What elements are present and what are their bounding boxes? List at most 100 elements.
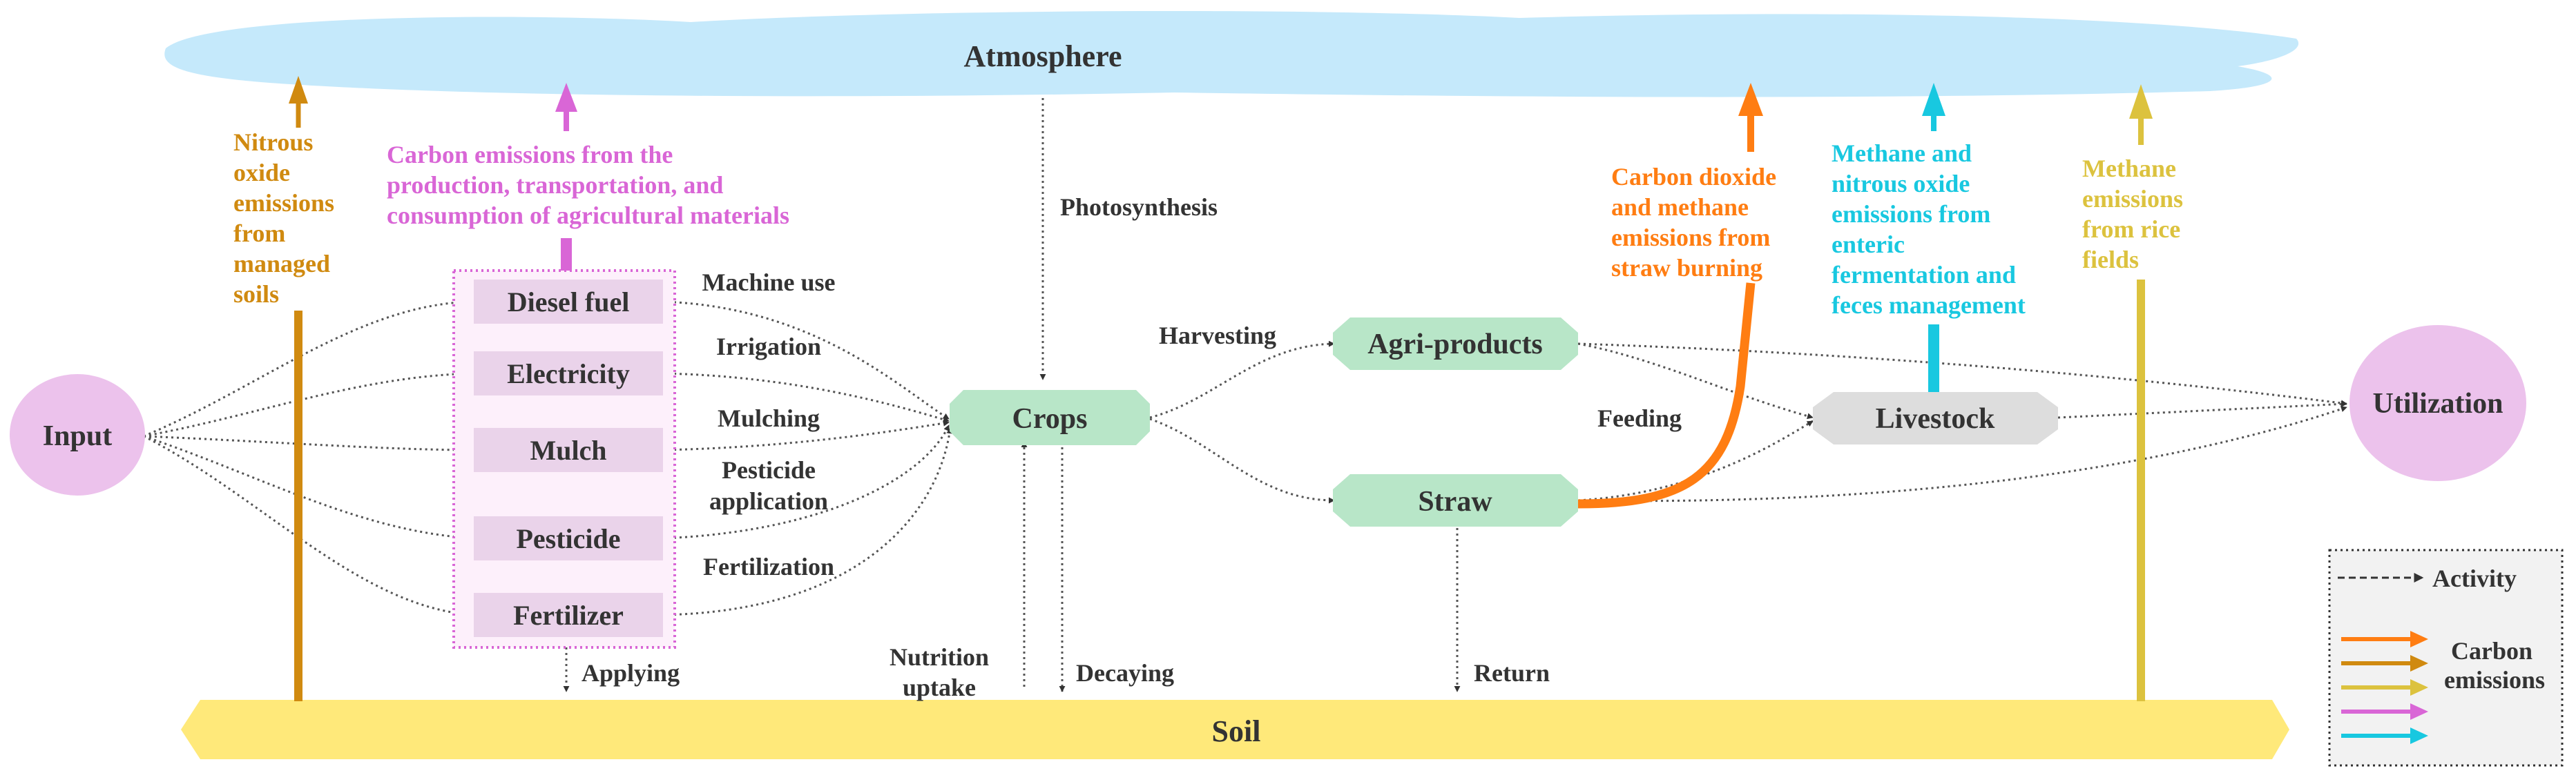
label-machine-use: Machine use — [702, 268, 836, 296]
arrow-pesticide-crops — [662, 424, 950, 540]
input-label: Input — [43, 420, 112, 452]
livestock-text-6: feces management — [1832, 291, 2026, 319]
main-nodes: Input Utilization Crops Agri-products St… — [10, 317, 2526, 527]
arrow-fertilizer-crops — [662, 427, 953, 616]
livestock-text-2: nitrous oxide — [1832, 170, 1970, 197]
arrow-livestock-utilization — [2057, 400, 2347, 419]
emission-label-materials: Carbon emissions from the production, tr… — [387, 141, 789, 229]
emission-label-livestock: Methane and nitrous oxide emissions from… — [1832, 139, 2026, 319]
emission-label-nitrous: Nitrous oxide emissions from managed soi… — [233, 128, 334, 308]
utilization-label: Utilization — [2373, 388, 2503, 420]
emission-label-rice: Methane emissions from rice fields — [2082, 155, 2183, 273]
label-pesticide-application-2: application — [709, 487, 828, 515]
label-nutrition-uptake-1: Nutrition — [890, 643, 989, 671]
arrow-crops-agriproducts — [1149, 340, 1335, 419]
straw-burning-emission-curve — [1577, 282, 1756, 509]
livestock-text-5: fermentation and — [1832, 261, 2016, 289]
livestock-label: Livestock — [1876, 403, 1995, 435]
crops-node — [950, 390, 1150, 445]
materials-text-1: Carbon emissions from the — [387, 141, 673, 168]
arrow-straw-livestock — [1577, 420, 1814, 502]
straw-label: Straw — [1418, 486, 1492, 518]
emission-label-straw-burning: Carbon dioxide and methane emissions fro… — [1611, 163, 1776, 282]
label-mulching: Mulching — [718, 404, 820, 432]
arrow-input-diesel — [143, 298, 474, 438]
arrow-diesel-crops — [662, 300, 950, 420]
material-fertilizer: Fertilizer — [513, 600, 624, 631]
material-box-diesel-fuel — [474, 280, 663, 324]
legend-frame — [2328, 549, 2564, 767]
materials-group: Diesel fuel Electricity Mulch Pesticide … — [452, 269, 676, 649]
label-applying: Applying — [581, 659, 680, 687]
livestock-text-3: emissions from — [1832, 200, 1990, 228]
legend: Activity Carbon emissions — [2328, 549, 2564, 767]
nitrous-text-1: Nitrous — [233, 128, 313, 156]
activity-arrows — [143, 98, 2347, 692]
soil-label: Soil — [1212, 714, 1261, 748]
material-pesticide: Pesticide — [516, 523, 620, 554]
livestock-text-1: Methane and — [1832, 139, 1972, 167]
utilization-node — [2349, 325, 2526, 481]
label-photosynthesis: Photosynthesis — [1060, 193, 1218, 221]
arrow-input-fertilizer — [143, 435, 474, 618]
legend-carbon-pink-head — [2410, 703, 2428, 720]
nitrous-text-3: emissions — [233, 189, 334, 217]
label-harvesting: Harvesting — [1159, 322, 1276, 349]
straw-burning-text-4: straw burning — [1611, 254, 1762, 282]
activity-labels: Machine use Irrigation Mulching Pesticid… — [581, 193, 1682, 701]
material-box-mulch — [474, 428, 663, 472]
material-mulch: Mulch — [530, 435, 606, 466]
straw-burning-text-2: and methane — [1611, 193, 1749, 221]
arrow-agriproducts-livestock — [1577, 342, 1814, 420]
nitrous-text-2: oxide — [233, 159, 290, 186]
label-irrigation: Irrigation — [716, 333, 821, 360]
straw-node — [1333, 474, 1578, 527]
legend-activity-label: Activity — [2432, 565, 2517, 592]
label-decaying: Decaying — [1076, 659, 1174, 687]
label-nutrition-uptake-2: uptake — [903, 674, 976, 701]
nitrous-emission-arrowhead — [289, 76, 308, 104]
legend-carbon-yellow-head — [2410, 679, 2428, 696]
livestock-emission-arrowhead — [1922, 83, 1945, 116]
label-return: Return — [1474, 659, 1550, 687]
rice-text-2: emissions — [2082, 185, 2183, 213]
atmosphere-cloud — [164, 10, 2299, 97]
soil-band — [181, 700, 2289, 759]
material-diesel-fuel: Diesel fuel — [508, 286, 630, 317]
agri-products-node — [1333, 317, 1578, 370]
arrow-input-mulch — [143, 435, 474, 453]
arrow-input-electricity — [143, 370, 474, 438]
material-box-fertilizer — [474, 593, 663, 637]
rice-text-1: Methane — [2082, 155, 2176, 182]
agri-products-label: Agri-products — [1367, 329, 1543, 360]
livestock-text-4: enteric — [1832, 231, 1905, 258]
legend-carbon-brown-head — [2410, 655, 2428, 672]
emission-arrows — [289, 76, 2153, 701]
straw-burning-text-3: emissions from — [1611, 224, 1770, 251]
material-electricity: Electricity — [507, 358, 630, 389]
arrow-mulch-crops — [662, 420, 950, 451]
nitrous-text-6: soils — [233, 280, 279, 308]
legend-carbon-label-2: emissions — [2444, 666, 2545, 694]
arrow-crops-straw — [1149, 418, 1335, 504]
input-node — [10, 374, 145, 496]
rice-emission-arrowhead — [2129, 84, 2153, 119]
atmosphere-label: Atmosphere — [964, 39, 1122, 73]
straw-burning-text-1: Carbon dioxide — [1611, 163, 1776, 190]
nitrous-text-4: from — [233, 219, 285, 247]
straw-burning-emission-arrowhead — [1738, 83, 1763, 116]
livestock-node — [1813, 392, 2058, 444]
rice-text-4: fields — [2082, 246, 2139, 273]
legend-carbon-cyan-head — [2410, 727, 2428, 744]
materials-text-3: consumption of agricultural materials — [387, 202, 789, 229]
arrow-input-pesticide — [143, 435, 474, 542]
legend-carbon-label-1: Carbon — [2451, 637, 2532, 665]
label-feeding: Feeding — [1597, 404, 1682, 432]
legend-carbon-orange-head — [2410, 631, 2428, 647]
rice-text-3: from rice — [2082, 215, 2180, 243]
materials-emission-arrowhead — [555, 83, 577, 112]
crops-label: Crops — [1012, 403, 1088, 435]
material-box-pesticide — [474, 516, 663, 560]
